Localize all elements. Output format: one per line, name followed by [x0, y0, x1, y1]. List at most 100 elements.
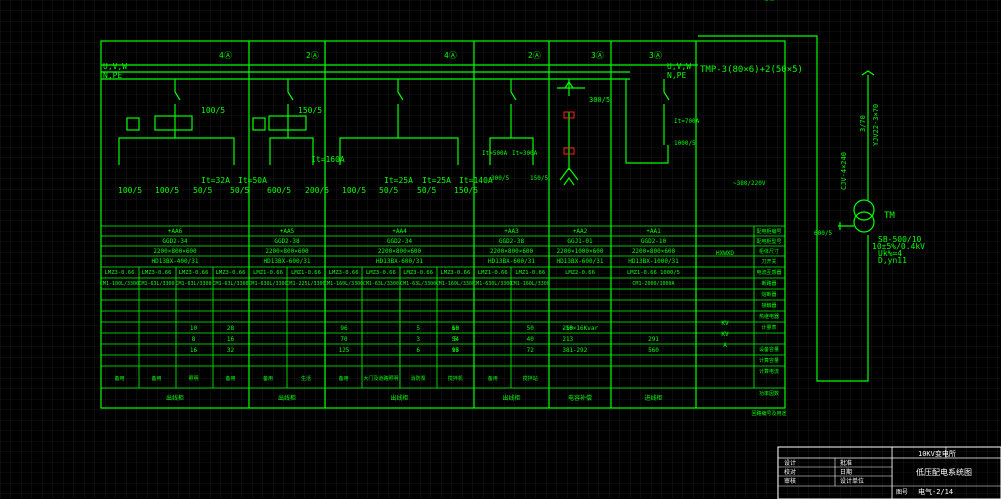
circuit-desc: 照明 [188, 376, 198, 382]
mccb-cell: CM1-160L/3300 [324, 281, 363, 287]
mccb-cell: CM1-63L/3300 [138, 281, 174, 287]
right-bus-label: U,V,W [667, 62, 691, 71]
meter-label: 200/5 [305, 186, 329, 195]
panel-id: +AA5 [280, 228, 295, 235]
breaker-cell: LMZ3-0.66 [105, 270, 135, 276]
panel-function: 出线柜 [278, 394, 296, 402]
meter-label: 100/5 [155, 186, 179, 195]
mccb-cell: CM1-225L/3300 [286, 281, 325, 287]
load-cell: 70 [340, 336, 348, 343]
right-pe-label: N,PE [667, 71, 686, 80]
tb-label: 审核 [784, 477, 796, 485]
circuit-desc: 搅拌站 [523, 375, 538, 382]
right-panel-voltage: ~380/220V [733, 180, 766, 187]
row-label: 计算电流 [759, 368, 779, 375]
panel-type: GGD2-38 [499, 238, 525, 245]
meter-label: 600/5 [267, 186, 291, 195]
circuit-desc: 备用 [488, 375, 498, 382]
panel-function: 出线柜 [390, 394, 408, 402]
load-cell: 250 [562, 325, 573, 332]
load-cell: 8 [192, 336, 196, 343]
panel-size: 2200×800×600 [378, 248, 422, 255]
drawing-title: 低压配电系统图 [916, 467, 972, 477]
transformer-lv-ct: 600/5 [814, 230, 832, 237]
meter-label: 150/5 [454, 186, 478, 195]
meter-label: 300/5 [491, 175, 509, 182]
panel-switch: HD13BX-400/31 [152, 258, 199, 265]
calc-cell: 16 [227, 336, 235, 343]
contactor-icon [563, 147, 575, 155]
breaker-cell: LMZ1-0.66 [478, 270, 508, 276]
calc-cell: 72 [527, 347, 535, 354]
row-label: 设备容量 [759, 346, 779, 353]
circuit-desc: 备用 [225, 375, 235, 382]
mccb-cell: CM1-63L/3300 [363, 281, 399, 287]
calc-cell: 97 [452, 347, 460, 354]
row-label: 计量表 [761, 324, 776, 331]
row-label: 计算容量 [759, 357, 779, 364]
row-label: 刀开关 [761, 258, 776, 265]
panel-function: 进线柜 [644, 394, 662, 402]
side-code: KV [721, 331, 729, 338]
tb-label: 批准 [840, 459, 852, 467]
transformer-group: D,yn11 [878, 256, 907, 265]
transformer-model: SB-500/10 [878, 235, 922, 244]
row-label: 热继电器 [759, 313, 779, 320]
tb-label: 设计 [784, 459, 796, 467]
breaker-setting: It=50A [238, 176, 267, 185]
hv-cable-num: 3/70 [859, 115, 867, 132]
meter-label: 50/5 [230, 186, 249, 195]
breaker-cell: LMZ3-0.66 [179, 270, 209, 276]
panel-size: 2200×800×600 [632, 248, 676, 255]
project-name: 10KV变电所 [918, 449, 956, 458]
calc-cell: 18 [452, 325, 460, 332]
mccb-cell: CM1-63L/3300 [175, 281, 211, 287]
transformer-feed [698, 35, 875, 382]
load-cell: 10 [190, 325, 198, 332]
panel-id: +AA6 [168, 228, 183, 235]
mccb-cell: CM1-630L/3300 [473, 281, 512, 287]
drawing-code: 电气-2/14 [918, 487, 953, 496]
schedule-frame [100, 40, 786, 409]
calc-cell: 40 [527, 336, 535, 343]
mccb-cell: CM1-2000/1000A [632, 281, 674, 287]
calc-cell: 50 [527, 325, 535, 332]
panel-count: 3Ⓐ [649, 51, 662, 60]
panel-count: 4Ⓐ [219, 51, 232, 60]
meter-label: 50/5 [379, 186, 398, 195]
row-label: 柜体尺寸 [759, 248, 779, 255]
mccb-cell: CM1-160L/3300 [511, 281, 550, 287]
row-label: 接触器 [761, 302, 776, 309]
panel-size: 2200×800×600 [490, 248, 534, 255]
meter-labels: 100/5 100/5 50/5 50/5 600/5 200/5 100/5 … [118, 140, 696, 195]
panel-type: GGD2-10 [641, 238, 667, 245]
meter-label: 50/5 [193, 186, 212, 195]
side-code: HXWXD [716, 250, 734, 257]
breaker-setting: It=25A [384, 176, 413, 185]
panel-type: GGD2-34 [387, 238, 413, 245]
left-bus-label: U,V,W [103, 62, 127, 71]
breaker-cell: LMZ1-0.66 1000/5 [627, 270, 680, 276]
breaker-setting: It=300A [512, 150, 538, 157]
breaker-setting: It=140A [459, 176, 493, 185]
left-pe-label: N,PE [103, 71, 122, 80]
panel-count: 4Ⓐ [444, 51, 457, 60]
meter-label: 100/5 [342, 186, 366, 195]
meter-label: 100/5 [118, 186, 142, 195]
capacitor-fuse-icon [563, 111, 575, 119]
ct-label: 100/5 [201, 106, 225, 115]
circuit-desc: 消防泵 [411, 375, 426, 382]
breaker-cell: LMZ3-0.66 [329, 270, 359, 276]
transformer-tag: TM [884, 211, 895, 221]
ct-boxes [126, 80, 585, 186]
panel-function: 出线柜 [502, 394, 520, 402]
row-label: 回路编号及用途 [751, 410, 786, 417]
panel-switch: HD13BX-600/31 [488, 258, 535, 265]
mccb-cell: CM1-63L/3300 [400, 281, 436, 287]
circuit-desc: 备用 [263, 375, 273, 382]
load-cell: 3 [416, 336, 420, 343]
breaker-cell: LMZ3-0.66 [142, 270, 172, 276]
